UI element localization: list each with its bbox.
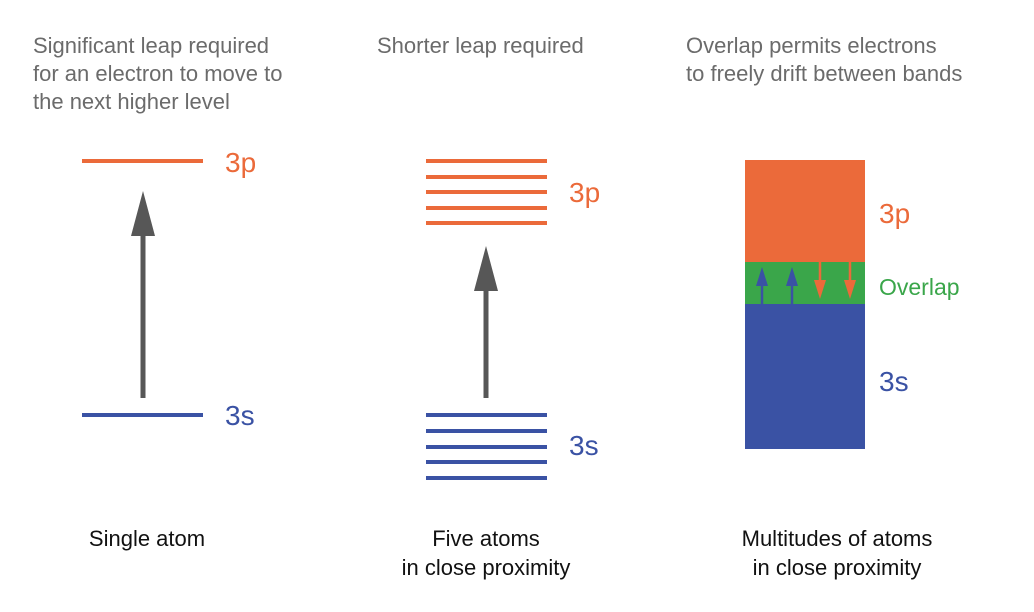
down-arrow bbox=[814, 262, 826, 299]
panel-2-caption: Shorter leap required bbox=[377, 33, 584, 58]
level-3s-lines bbox=[426, 413, 547, 480]
excitation-arrow bbox=[474, 246, 498, 398]
panel-1-footer: Single atom bbox=[88, 526, 206, 551]
panel-2-graphic bbox=[426, 159, 547, 480]
panel-1-label-3p: 3p bbox=[225, 147, 257, 178]
excitation-arrow bbox=[131, 191, 155, 398]
panel-3-graphic bbox=[745, 160, 865, 449]
panel-2-label-3s: 3s bbox=[569, 430, 599, 461]
panel-2-label-3p: 3p bbox=[569, 177, 601, 208]
band-3s bbox=[745, 304, 865, 449]
panel-3-label-overlap: Overlap bbox=[879, 274, 960, 300]
level-3p-lines bbox=[426, 159, 547, 225]
panel-1-label-3s: 3s bbox=[225, 400, 255, 431]
panel-3-label-3s: 3s bbox=[879, 366, 909, 397]
panel-3-label-3p: 3p bbox=[879, 198, 911, 229]
panel-3-caption: Overlap permits electrons to freely drif… bbox=[686, 33, 963, 86]
up-arrow bbox=[756, 267, 768, 304]
band-3p bbox=[745, 160, 865, 263]
panel-1-graphic bbox=[82, 159, 203, 417]
panel-2-footer: Five atoms in close proximity bbox=[401, 526, 571, 580]
panel-1-caption: Significant leap required for an electro… bbox=[33, 33, 283, 114]
down-arrow bbox=[844, 262, 856, 299]
panel-3-footer: Multitudes of atoms in close proximity bbox=[741, 526, 933, 580]
up-arrow bbox=[786, 267, 798, 304]
